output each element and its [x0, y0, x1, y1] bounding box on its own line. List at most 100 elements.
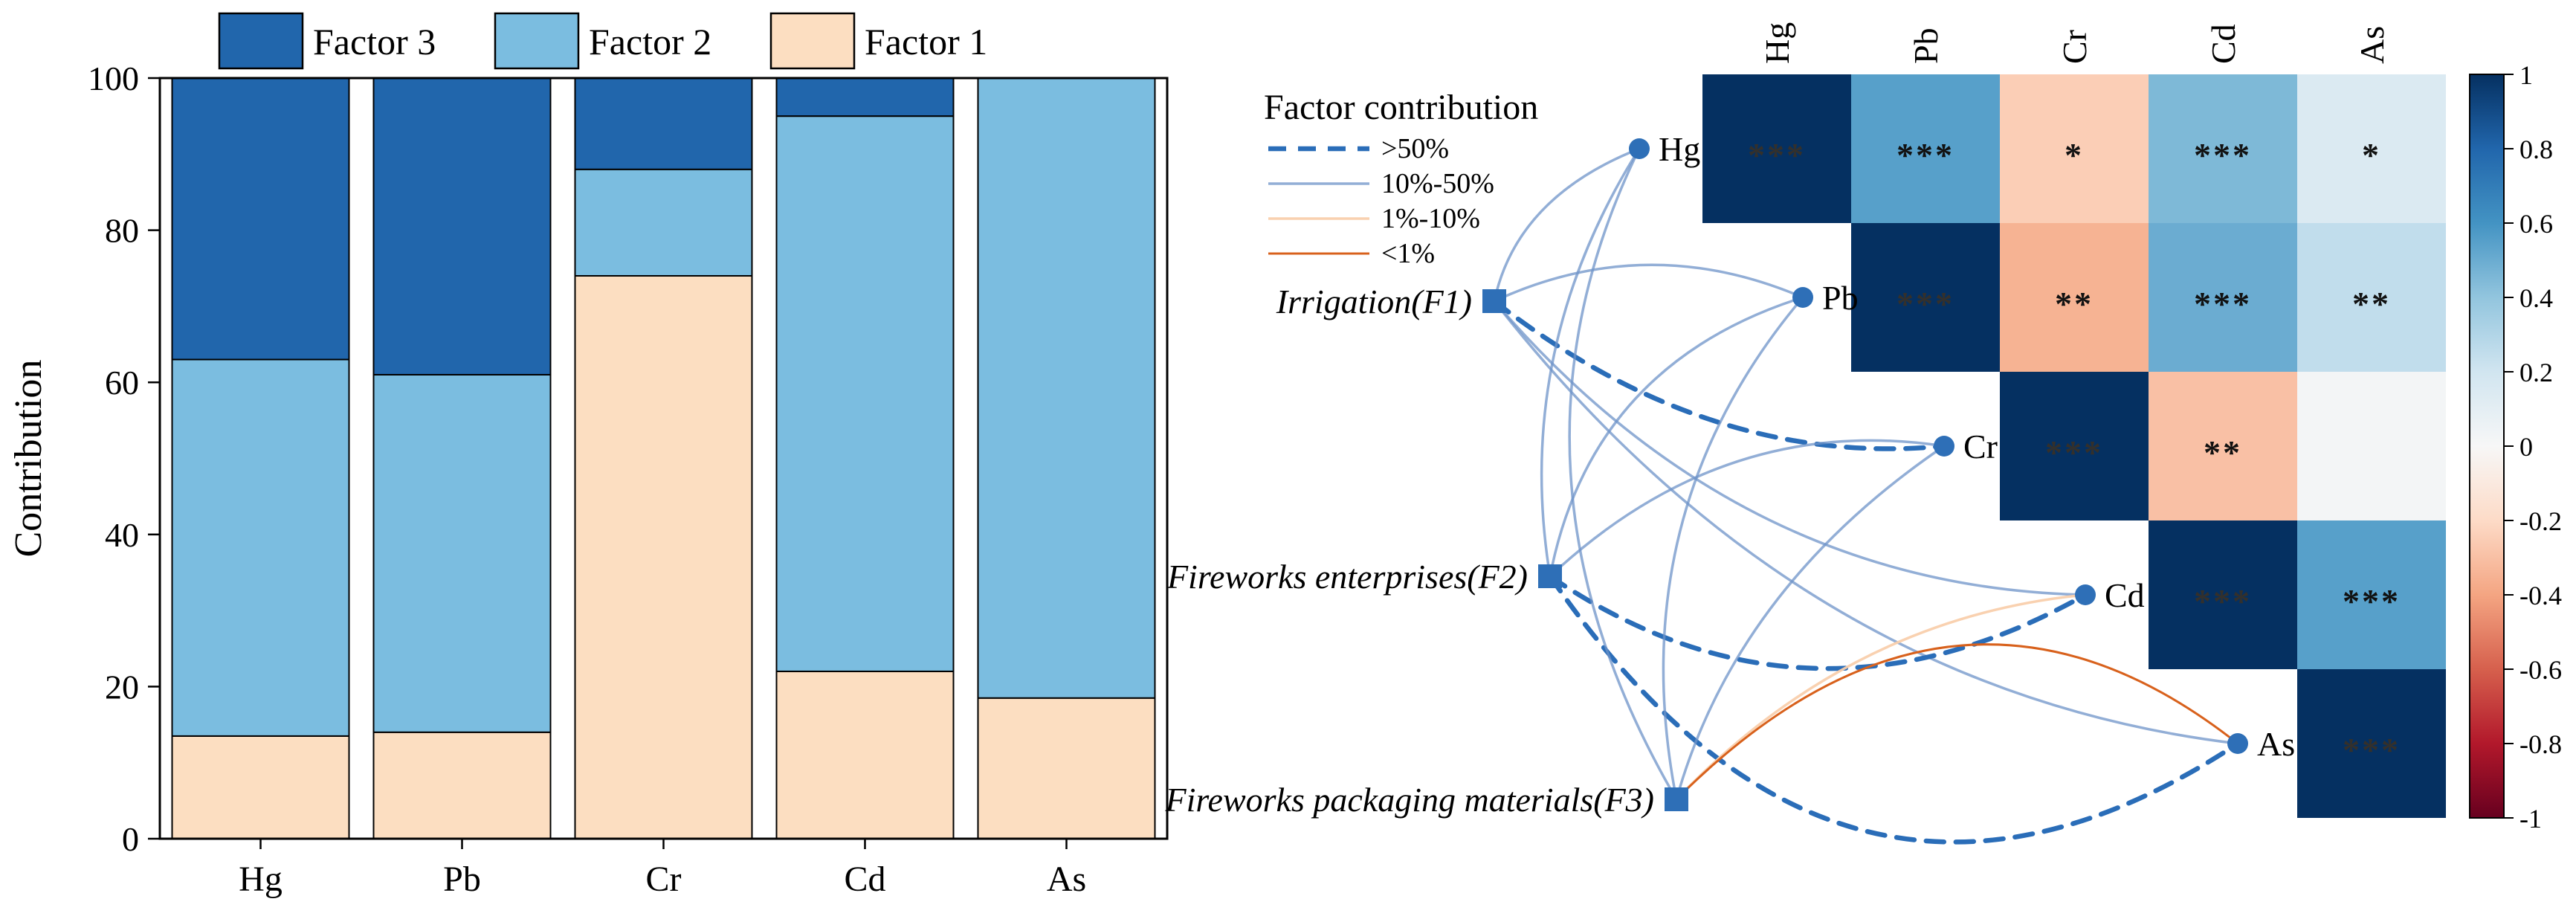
heatmap-cell-Cr-Cr	[2000, 372, 2149, 520]
heatmap-col-label: Hg	[1758, 22, 1796, 64]
heatmap-col-label: As	[2353, 26, 2391, 64]
edge-F3-Cd	[1675, 593, 2087, 801]
bar-segment-Pb-Factor1	[372, 731, 552, 840]
heatmap-cell-Pb-Cd	[2149, 223, 2297, 372]
significance-stars: ***	[2045, 433, 2103, 471]
factor-node-label: Irrigation(F1)	[1276, 283, 1472, 320]
bar-segment-Pb-Factor2	[372, 373, 552, 733]
colorbar-tick-label: -0.2	[2519, 506, 2562, 536]
colorbar-tick-label: 0	[2519, 432, 2533, 462]
y-tick-label: 20	[105, 668, 139, 706]
colorbar-tick-label: -0.8	[2519, 729, 2562, 759]
legend-label: Factor 2	[589, 21, 711, 62]
significance-stars: ***	[2194, 136, 2252, 174]
x-tick-label: Pb	[443, 860, 481, 899]
heatmap-cell-Cd-Cd	[2149, 520, 2297, 669]
heatmap-cell-Hg-Cr	[2000, 74, 2149, 223]
legend-swatch-Factor3	[218, 12, 304, 70]
factor-node-F3	[1665, 787, 1688, 811]
heatmap-cell-Pb-Cr	[2000, 223, 2149, 372]
heatmap-cell-Hg-As	[2297, 74, 2446, 223]
factor-node-F1	[1482, 289, 1506, 313]
heatmap-col-label: Cr	[2056, 30, 2094, 64]
y-tick-label: 80	[105, 212, 139, 250]
bar-segment-As-Factor1	[977, 697, 1156, 839]
metal-node-Cd	[2075, 584, 2096, 605]
bar-segment-Cd-Factor2	[775, 115, 955, 672]
significance-stars: ***	[1897, 285, 1954, 323]
bar-segment-Cd-Factor3	[775, 77, 955, 117]
significance-stars: ***	[2343, 582, 2401, 620]
significance-stars: *	[2362, 136, 2381, 174]
colorbar-tick-label: 0.2	[2519, 358, 2553, 387]
heatmap-cell-Hg-Hg	[1702, 74, 1851, 223]
metal-node-Hg	[1629, 138, 1650, 159]
heatmap-cell-Pb-Pb	[1851, 223, 2000, 372]
colorbar-tick-label: -0.6	[2519, 655, 2562, 685]
significance-stars: **	[2055, 285, 2094, 323]
metal-node-label: Cd	[2105, 576, 2145, 614]
bar-segment-Cr-Factor1	[574, 274, 753, 840]
network-legend-label: >50%	[1381, 133, 1449, 164]
edge-F1-Pb	[1493, 263, 1804, 303]
edge-F2-Cr	[1549, 439, 1946, 578]
bar-segment-Cr-Factor3	[574, 77, 753, 170]
heatmap-cell-Cd-As	[2297, 520, 2446, 669]
heatmap-cell-Hg-Cd	[2149, 74, 2297, 223]
heatmap-cell-Cr-As	[2297, 372, 2446, 520]
colorbar-tick-label: -1	[2519, 804, 2542, 834]
heatmap-cell-Pb-As	[2297, 223, 2446, 372]
edge-F3-Hg	[1568, 147, 1678, 801]
bar-segment-Hg-Factor1	[171, 735, 350, 840]
edge-F2-Pb	[1549, 296, 1804, 578]
colorbar-tick-label: 0.4	[2519, 283, 2553, 313]
y-tick-label: 60	[105, 364, 139, 402]
legend-label: Factor 3	[313, 21, 436, 62]
heatmap-cell-Hg-Pb	[1851, 74, 2000, 223]
colorbar	[2469, 74, 2505, 819]
y-tick-label: 40	[105, 516, 139, 554]
network-legend-label: <1%	[1381, 238, 1435, 269]
significance-stars: **	[2204, 433, 2242, 471]
metal-node-Cr	[1934, 436, 1954, 457]
edge-F1-Hg	[1493, 147, 1641, 303]
network-legend-title: Factor contribution	[1264, 88, 1538, 127]
metal-node-label: Hg	[1659, 130, 1700, 168]
network-legend-label: 1%-10%	[1381, 203, 1480, 234]
x-tick-label: Cd	[844, 860, 885, 899]
edge-F3-Pb	[1662, 296, 1804, 801]
metal-node-label: Cr	[1963, 428, 1998, 465]
edge-F3-As	[1675, 643, 2239, 801]
x-tick-label: Hg	[239, 860, 283, 899]
edge-F1-As	[1493, 300, 2239, 745]
significance-stars: ***	[1748, 136, 1806, 174]
legend-swatch-Factor1	[769, 12, 856, 70]
significance-stars: ***	[2343, 731, 2401, 769]
significance-stars: **	[2352, 285, 2391, 323]
network-legend-label: 10%-50%	[1381, 168, 1494, 199]
y-tick-label: 100	[88, 59, 139, 97]
bar-segment-Pb-Factor3	[372, 77, 552, 375]
metal-node-label: Pb	[1822, 279, 1859, 317]
heatmap-cell-As-As	[2297, 669, 2446, 818]
metal-node-As	[2227, 733, 2248, 754]
heatmap-col-label: Pb	[1907, 28, 1945, 64]
edge-F2-Cd	[1547, 573, 2088, 671]
bar-segment-Hg-Factor2	[171, 358, 350, 737]
x-tick-label: Cr	[646, 860, 682, 899]
significance-stars: ***	[1897, 136, 1954, 174]
edge-F3-Cr	[1675, 445, 1946, 801]
colorbar-tick-label: -0.4	[2519, 581, 2562, 610]
y-axis-title: Contribution	[7, 360, 50, 558]
significance-stars: ***	[2194, 582, 2252, 620]
edge-F2-Hg	[1540, 147, 1641, 578]
bar-segment-Cr-Factor2	[574, 168, 753, 277]
factor-node-label: Fireworks packaging materials(F3)	[1164, 781, 1654, 819]
colorbar-tick-label: 1	[2519, 60, 2533, 90]
legend-swatch-Factor2	[494, 12, 580, 70]
heatmap-cell-Cr-Cd	[2149, 372, 2297, 520]
significance-stars: *	[2065, 136, 2084, 174]
